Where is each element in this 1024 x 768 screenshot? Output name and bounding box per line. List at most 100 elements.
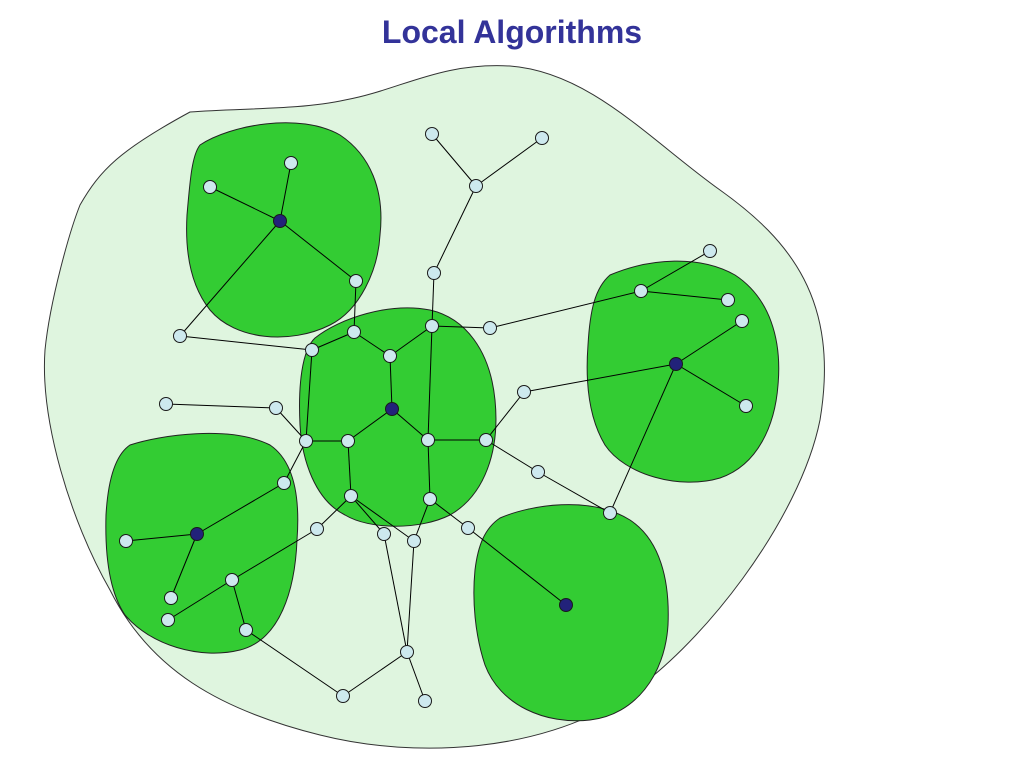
edge-v-ap <box>523 363 677 393</box>
cluster-center-node <box>385 402 399 416</box>
graph-node <box>383 349 397 363</box>
edge-x-y <box>196 482 285 535</box>
edge-ar-as <box>640 290 729 301</box>
edge-a-c <box>279 162 292 222</box>
edge-b-c <box>209 186 281 222</box>
edge-y-ah <box>170 533 198 599</box>
edge-k-n <box>389 325 433 357</box>
edge-ap-ao <box>609 363 677 514</box>
graph-node <box>739 399 753 413</box>
edge-o-s <box>347 408 393 442</box>
graph-node <box>341 434 355 448</box>
cluster-center-node <box>559 598 573 612</box>
edge-u-w <box>485 439 539 473</box>
edge-y-z <box>125 533 198 542</box>
edge-af-an <box>467 527 567 606</box>
edge-n-o <box>389 355 393 410</box>
edge-k-l <box>431 325 491 329</box>
graph-node <box>483 321 497 335</box>
edge-ab-aa <box>316 495 352 530</box>
edge-q-r <box>275 407 307 442</box>
edge-ac-ae <box>413 498 431 542</box>
graph-node <box>347 325 361 339</box>
cluster-top-left <box>186 122 382 338</box>
edge-o-t <box>391 408 429 441</box>
edge-d-j <box>353 280 357 333</box>
edge-ak-al <box>342 651 408 697</box>
edge-ae-al <box>406 540 415 653</box>
edge-aj-ak <box>245 629 344 697</box>
edge-w-ao <box>537 471 611 514</box>
graph-node <box>377 527 391 541</box>
edge-g-h <box>475 137 543 187</box>
graph-node <box>349 274 363 288</box>
edge-k-t <box>427 325 433 441</box>
edge-m-r <box>305 349 313 442</box>
graph-node <box>269 401 283 415</box>
edge-c-d <box>279 220 357 282</box>
edge-ab-ae <box>350 495 415 542</box>
edge-al-am <box>406 651 426 702</box>
graph-node <box>425 319 439 333</box>
edge-j-m <box>311 331 355 351</box>
cluster-right <box>586 260 780 483</box>
graph-node <box>225 573 239 587</box>
graph-node <box>284 156 298 170</box>
graph-node <box>164 591 178 605</box>
graph-node <box>161 613 175 627</box>
graph-node <box>336 689 350 703</box>
slide-title: Local Algorithms <box>381 14 643 50</box>
graph-node <box>425 127 439 141</box>
graph-node <box>159 397 173 411</box>
graph-node <box>469 179 483 193</box>
graph-node <box>603 506 617 520</box>
graph-node <box>423 492 437 506</box>
edge-ac-af <box>429 498 469 529</box>
edge-u-v <box>485 391 525 441</box>
graph-node <box>400 645 414 659</box>
edge-f-h <box>431 133 477 187</box>
graph-node <box>310 522 324 536</box>
edge-e-m <box>179 335 313 351</box>
edge-ap-au <box>675 363 747 407</box>
graph-node <box>479 433 493 447</box>
cluster-center-node <box>190 527 204 541</box>
edge-l-ar <box>489 290 642 329</box>
graph-node <box>721 293 735 307</box>
graph-node <box>421 433 435 447</box>
edge-r-x <box>283 440 307 484</box>
edge-t-ac <box>427 439 431 500</box>
graph-node <box>418 694 432 708</box>
edge-aa-ag <box>231 528 318 581</box>
edge-ap-at <box>675 320 743 365</box>
graph-node <box>407 534 421 548</box>
graph-node <box>461 521 475 535</box>
graph-node <box>531 465 545 479</box>
graph-node <box>239 623 253 637</box>
graph-node <box>735 314 749 328</box>
edge-h-i <box>433 185 477 274</box>
edge-j-n <box>353 331 391 357</box>
graph-node <box>173 329 187 343</box>
graph-node <box>634 284 648 298</box>
edge-ag-aj <box>231 579 247 631</box>
graph-node <box>703 244 717 258</box>
edge-ad-al <box>383 533 408 653</box>
cluster-center-node <box>669 357 683 371</box>
graph-node <box>517 385 531 399</box>
edge-c-e <box>179 220 281 337</box>
graph-node <box>277 476 291 490</box>
graph-node <box>119 534 133 548</box>
graph-node <box>203 180 217 194</box>
edge-ar-aq <box>640 250 711 292</box>
edge-ag-ai <box>167 579 233 621</box>
edge-p-q <box>165 403 277 409</box>
edge-ab-ad <box>350 495 385 535</box>
graph-node <box>427 266 441 280</box>
edge-s-ab <box>347 440 352 497</box>
graph-node <box>344 489 358 503</box>
edge-i-k <box>431 272 435 327</box>
cluster-bottom-left <box>105 433 299 654</box>
cluster-center <box>299 307 497 527</box>
